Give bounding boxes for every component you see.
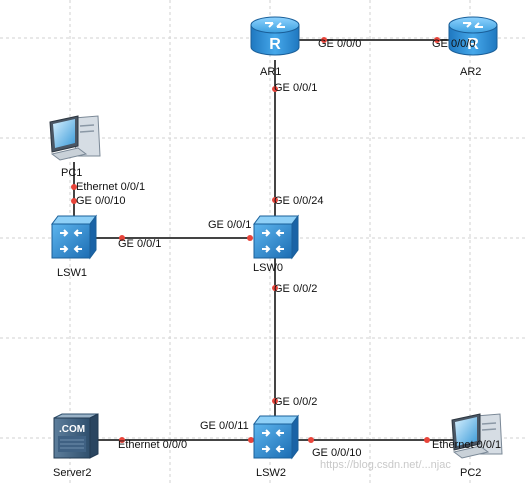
port-label-ar1-ge000: GE 0/0/0 (318, 38, 362, 50)
port-label-lsw0-ge001: GE 0/0/1 (208, 219, 252, 231)
port-label-pc2-eth: Ethernet 0/0/1 (432, 439, 502, 451)
port-label-ar1-ge001: GE 0/0/1 (274, 82, 318, 94)
router-ar1-icon[interactable]: R (250, 16, 300, 56)
port-dots (71, 37, 440, 443)
device-label-ar2: AR2 (460, 66, 482, 78)
port-label-ar2-ge000: GE 0/0/0 (432, 38, 476, 50)
device-label-ar1: AR1 (260, 66, 282, 78)
port-label-lsw2-ge002: GE 0/0/2 (274, 396, 318, 408)
port-label-lsw1-ge0010: GE 0/0/10 (76, 195, 126, 207)
server2-icon[interactable]: .COM (53, 413, 99, 459)
port-label-lsw2-ge0011: GE 0/0/11 (200, 420, 249, 432)
svg-text:R: R (467, 36, 479, 53)
device-label-lsw2: LSW2 (256, 467, 286, 479)
port-label-server2-eth: Ethernet 0/0/0 (118, 439, 188, 451)
svg-text:R: R (269, 36, 281, 53)
port-label-pc1-eth: Ethernet 0/0/1 (76, 181, 146, 193)
port-label-lsw1-ge001: GE 0/0/1 (118, 238, 162, 250)
switch-lsw0-icon[interactable] (253, 214, 299, 260)
watermark: https://blog.csdn.net/...njac (320, 459, 451, 471)
device-label-pc2: PC2 (460, 467, 482, 479)
server-badge: .COM (59, 424, 85, 435)
pc2-icon[interactable] (451, 413, 503, 459)
device-label-server2: Server2 (53, 467, 92, 479)
device-label-lsw1: LSW1 (57, 267, 87, 279)
device-label-lsw0: LSW0 (253, 262, 283, 274)
switch-lsw1-icon[interactable] (51, 214, 97, 260)
pc1-icon[interactable] (49, 115, 101, 161)
router-ar2-icon[interactable]: R (448, 16, 498, 56)
device-label-pc1: PC1 (61, 167, 83, 179)
port-label-lsw0-ge002: GE 0/0/2 (274, 283, 318, 295)
switch-lsw2-icon[interactable] (253, 414, 299, 460)
port-label-lsw0-ge0024: GE 0/0/24 (274, 195, 324, 207)
port-label-lsw2-ge0010: GE 0/0/10 (312, 447, 362, 459)
